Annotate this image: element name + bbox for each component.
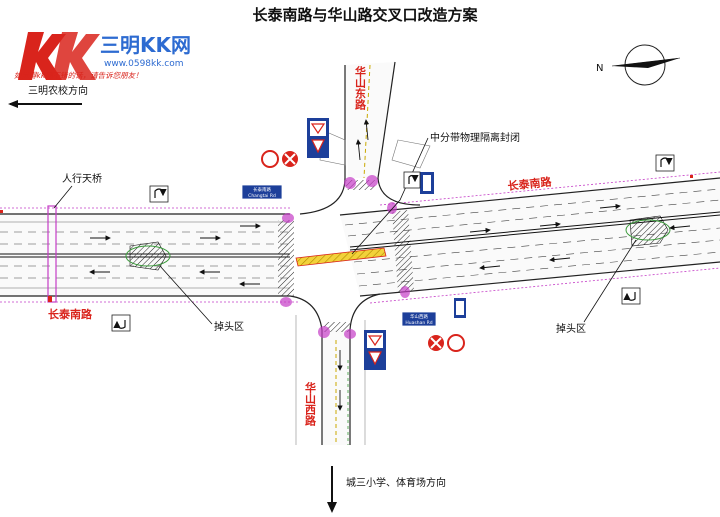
- direction-sign-north-icon: [420, 172, 434, 194]
- road-label-huashan-west: 华山西路: [304, 381, 317, 427]
- yield-sign-north-icon: [307, 118, 329, 158]
- no-parking-sign-south-icon: [428, 334, 465, 352]
- footbridge-leader-line: [53, 185, 73, 209]
- compass-n-label: N: [596, 63, 603, 74]
- street-name-sign-1: 长泰南路 Changtai Rd: [241, 184, 283, 200]
- street-name-sign-2: 华山西路 Huashan Rd: [401, 311, 437, 327]
- pedestrian-islands: [280, 175, 410, 339]
- uturn-sign-4-icon: [655, 154, 675, 172]
- yield-sign-south-icon: [364, 330, 386, 370]
- crosswalk-east: [392, 210, 414, 292]
- huashan-east-road: [299, 61, 431, 215]
- north-arrow-icon: N: [596, 44, 681, 86]
- direction-sign-south-icon: [454, 298, 466, 318]
- street-name-sign-2-sub: Huashan Rd: [405, 320, 432, 326]
- street-name-sign-1-sub: Changtai Rd: [248, 193, 276, 199]
- uturn-sign-2-icon: [111, 314, 131, 332]
- uturn-zone-left-label: 掉头区: [214, 320, 244, 333]
- uturn-sign-5-icon: [621, 287, 641, 305]
- road-label-changtai-right: 长泰南路: [507, 174, 553, 193]
- footbridge-label: 人行天桥: [62, 172, 102, 185]
- logo-brand: 三明KK网: [100, 33, 191, 57]
- uturn-green-marking-left: [125, 245, 171, 267]
- logo-url: www.0598kk.com: [104, 59, 184, 69]
- uturn-zone-left-area: [129, 241, 167, 271]
- uturn-left-leader: [159, 265, 213, 325]
- crosswalk-west: [278, 220, 294, 296]
- road-label-changtai-left: 长泰南路: [48, 307, 93, 321]
- no-parking-sign-north-icon: [261, 150, 298, 168]
- west-arrow-icon: [8, 100, 82, 108]
- crosswalk-south: [324, 322, 350, 332]
- uturn-sign-1-icon: [149, 185, 169, 203]
- median-closed-leader-line: [351, 137, 429, 255]
- road-label-huashan-east: 华山东路: [354, 65, 367, 111]
- street-name-sign-1-text: 长泰南路: [253, 186, 271, 193]
- street-name-sign-2-text: 华山西路: [410, 313, 428, 320]
- huashan-west-road: [289, 293, 381, 445]
- lane-arrows: [89, 119, 691, 411]
- median-closed-label: 中分带物理隔离封闭: [430, 131, 520, 144]
- uturn-zone-right-label: 掉头区: [556, 322, 586, 335]
- south-direction-label: 城三小学、体育场方向: [346, 476, 446, 489]
- south-arrow-icon: [327, 466, 337, 513]
- logo-slogan: 如觉得kk网不错的话，请告诉您朋友！: [14, 71, 143, 80]
- uturn-right-leader: [583, 239, 637, 323]
- west-direction-label: 三明农校方向: [28, 84, 88, 97]
- diagram-title: 长泰南路与华山路交叉口改造方案: [252, 6, 478, 24]
- changtai-road-surface: [0, 171, 720, 304]
- site-logo: 三明KK网 www.0598kk.com 如觉得kk网不错的话，请告诉您朋友！: [14, 32, 191, 80]
- kk-logo-mark: [18, 32, 100, 80]
- uturn-sign-3-icon: [403, 171, 421, 189]
- boundary-markers: [0, 175, 693, 302]
